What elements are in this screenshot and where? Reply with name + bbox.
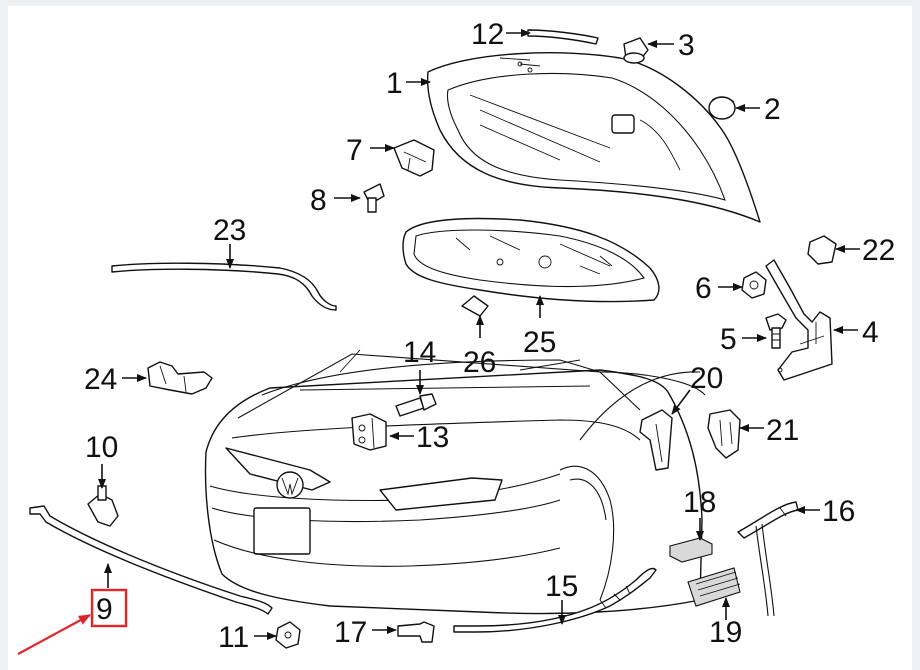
part-insulator-clip — [461, 295, 489, 317]
highlight-arrow — [17, 614, 91, 655]
callout-20: 20 — [690, 362, 723, 395]
highlight-box-9 — [90, 588, 128, 628]
part-bolt-14 — [395, 393, 437, 417]
callout-5: 5 — [720, 323, 737, 356]
callout-6: 6 — [695, 272, 712, 305]
part-clip — [363, 183, 385, 213]
callout-10: 10 — [85, 431, 118, 464]
part-cable-16 — [737, 501, 799, 617]
callout-7: 7 — [346, 134, 363, 167]
part-bolt-5 — [765, 313, 787, 349]
callout-2: 2 — [764, 93, 781, 126]
callout-21: 21 — [766, 414, 799, 447]
vehicle-front — [204, 349, 706, 615]
callout-13: 13 — [416, 421, 449, 454]
callout-12: 12 — [471, 18, 504, 51]
callout-11: 11 — [218, 621, 249, 654]
callout-9: 9 — [96, 593, 113, 626]
part-insulator — [402, 217, 660, 303]
callout-8: 8 — [310, 184, 327, 217]
callout-17: 17 — [334, 616, 367, 649]
part-bumper-plug — [623, 37, 649, 64]
part-pad-19 — [687, 567, 741, 607]
callout-1: 1 — [386, 67, 403, 100]
part-bracket-24 — [147, 361, 213, 395]
callout-24: 24 — [84, 363, 117, 396]
part-latch — [351, 413, 387, 451]
callout-26: 26 — [463, 346, 496, 379]
callout-23: 23 — [213, 214, 246, 247]
callout-14: 14 — [403, 336, 436, 369]
part-stop — [708, 96, 736, 120]
part-bracket — [393, 139, 435, 177]
callout-3: 3 — [678, 29, 695, 62]
callout-25: 25 — [523, 326, 556, 359]
callout-22: 22 — [862, 234, 895, 267]
part-guide-20 — [639, 409, 673, 471]
part-plug-17 — [397, 621, 435, 643]
callout-19: 19 — [709, 616, 742, 649]
part-guide-21 — [707, 409, 741, 459]
callout-4: 4 — [862, 316, 879, 349]
part-hinge — [765, 259, 833, 381]
callout-18: 18 — [683, 486, 716, 519]
callout-16: 16 — [822, 495, 855, 528]
part-release-cable — [29, 505, 273, 615]
part-cap-22 — [807, 235, 837, 265]
part-seal-strip — [527, 29, 599, 45]
part-nut-11 — [275, 621, 301, 649]
hood-parts-diagram: 1 12 3 2 7 8 23 25 26 — [8, 6, 912, 670]
part-hood — [426, 52, 761, 223]
part-support-rod — [111, 262, 337, 311]
callout-15: 15 — [545, 570, 578, 603]
